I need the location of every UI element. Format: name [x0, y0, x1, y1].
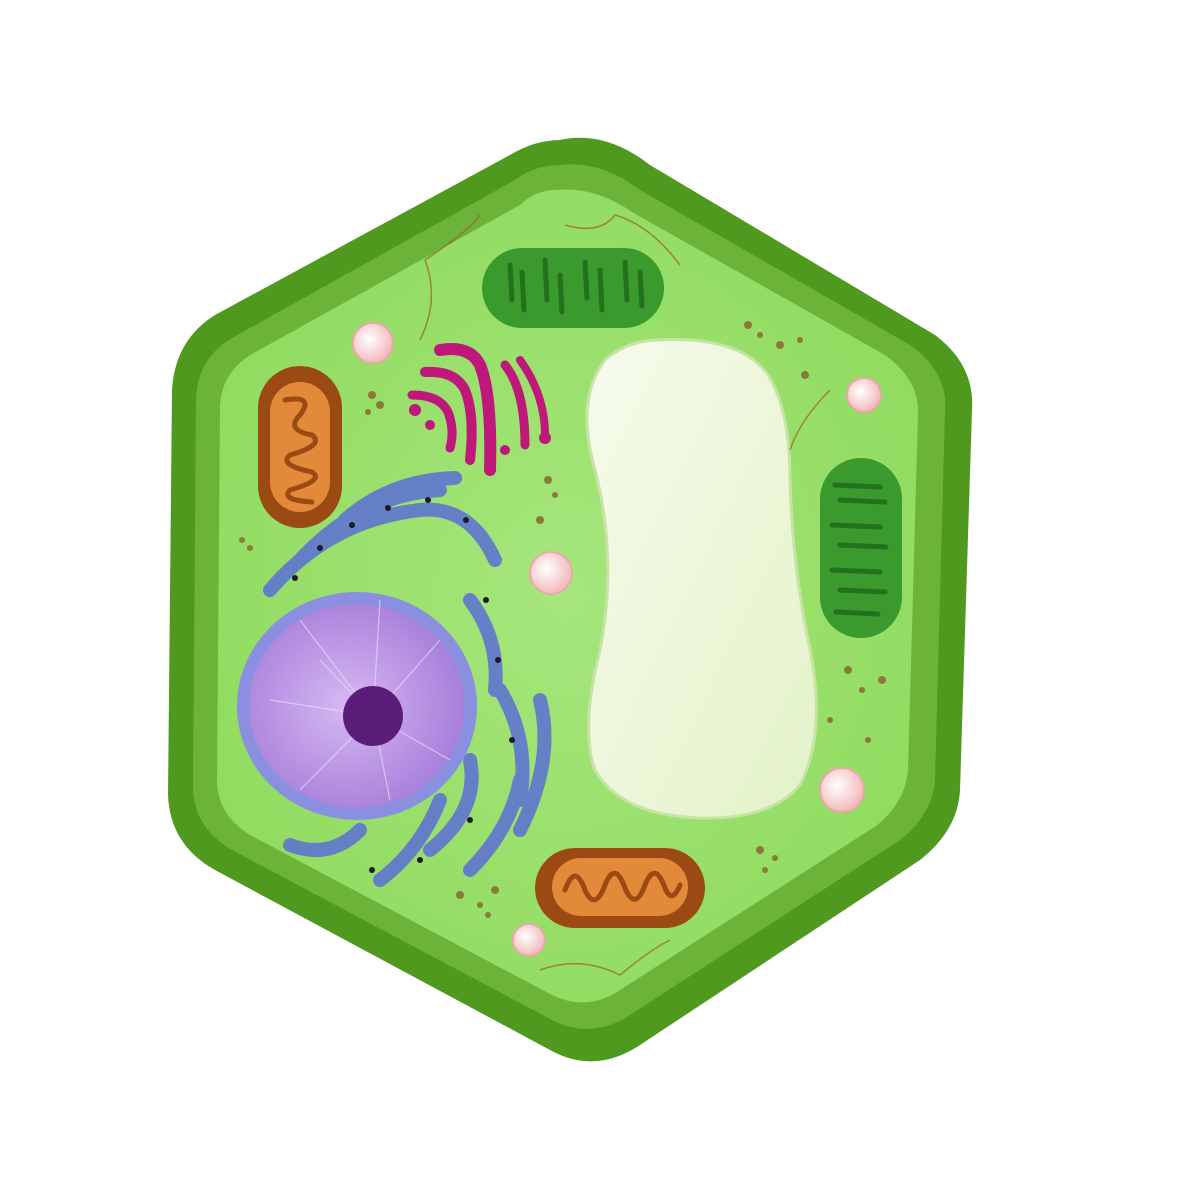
nucleolus: [343, 686, 403, 746]
vesicle-icon: [512, 923, 546, 957]
ribosome-cluster: [239, 321, 886, 918]
mitochondrion-icon: [258, 366, 342, 528]
golgi-icon: [407, 343, 551, 476]
vesicle-icon: [352, 322, 394, 364]
vesicle-icon: [846, 377, 882, 413]
chloroplast-icon: [482, 248, 664, 328]
endoplasmic-reticulum: [263, 471, 552, 887]
vesicle-icon: [529, 551, 573, 595]
vacuole-icon: [585, 337, 818, 820]
vesicle-icon: [819, 767, 865, 813]
mitochondrion-icon: [535, 848, 705, 928]
cytoskeleton: [419, 214, 831, 976]
chloroplast-icon: [820, 458, 902, 638]
nucleus-icon: [237, 592, 477, 820]
